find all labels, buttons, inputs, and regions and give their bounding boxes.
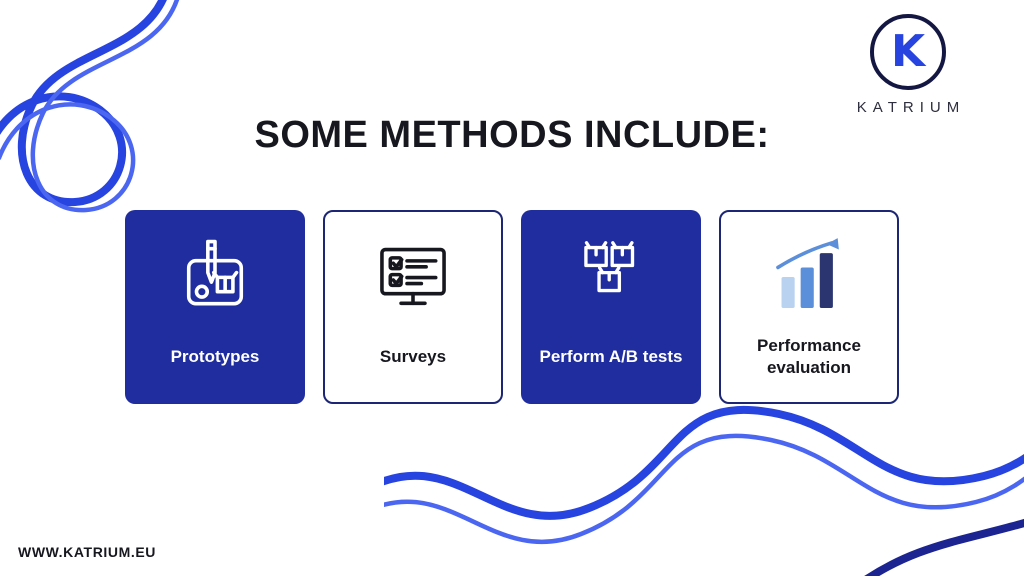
logo-circle-icon: K [870, 14, 946, 90]
decorative-curve-bottom-right [384, 376, 1024, 576]
logo-letter: K [890, 26, 926, 77]
monitor-checklist-icon [370, 228, 456, 326]
card-performance: Performance evaluation [719, 210, 899, 404]
card-label: Perform A/B tests [539, 346, 683, 366]
bar-chart-growth-icon [766, 228, 852, 326]
card-ab-tests: Perform A/B tests [521, 210, 701, 404]
card-label: Performance evaluation [757, 335, 861, 377]
footer-url: WWW.KATRIUM.EU [18, 544, 157, 560]
cards-row: Prototypes Surveys [125, 210, 899, 404]
card-prototypes: Prototypes [125, 210, 305, 404]
shipping-boxes-icon [568, 226, 654, 324]
slide-title: SOME METHODS INCLUDE: [254, 114, 770, 156]
logo: K KATRIUM [830, 14, 986, 116]
card-label: Surveys [379, 346, 447, 366]
card-label: Prototypes [170, 346, 260, 366]
logo-name: KATRIUM [856, 99, 966, 116]
card-surveys: Surveys [323, 210, 503, 404]
blueprint-pencil-icon [172, 226, 258, 324]
